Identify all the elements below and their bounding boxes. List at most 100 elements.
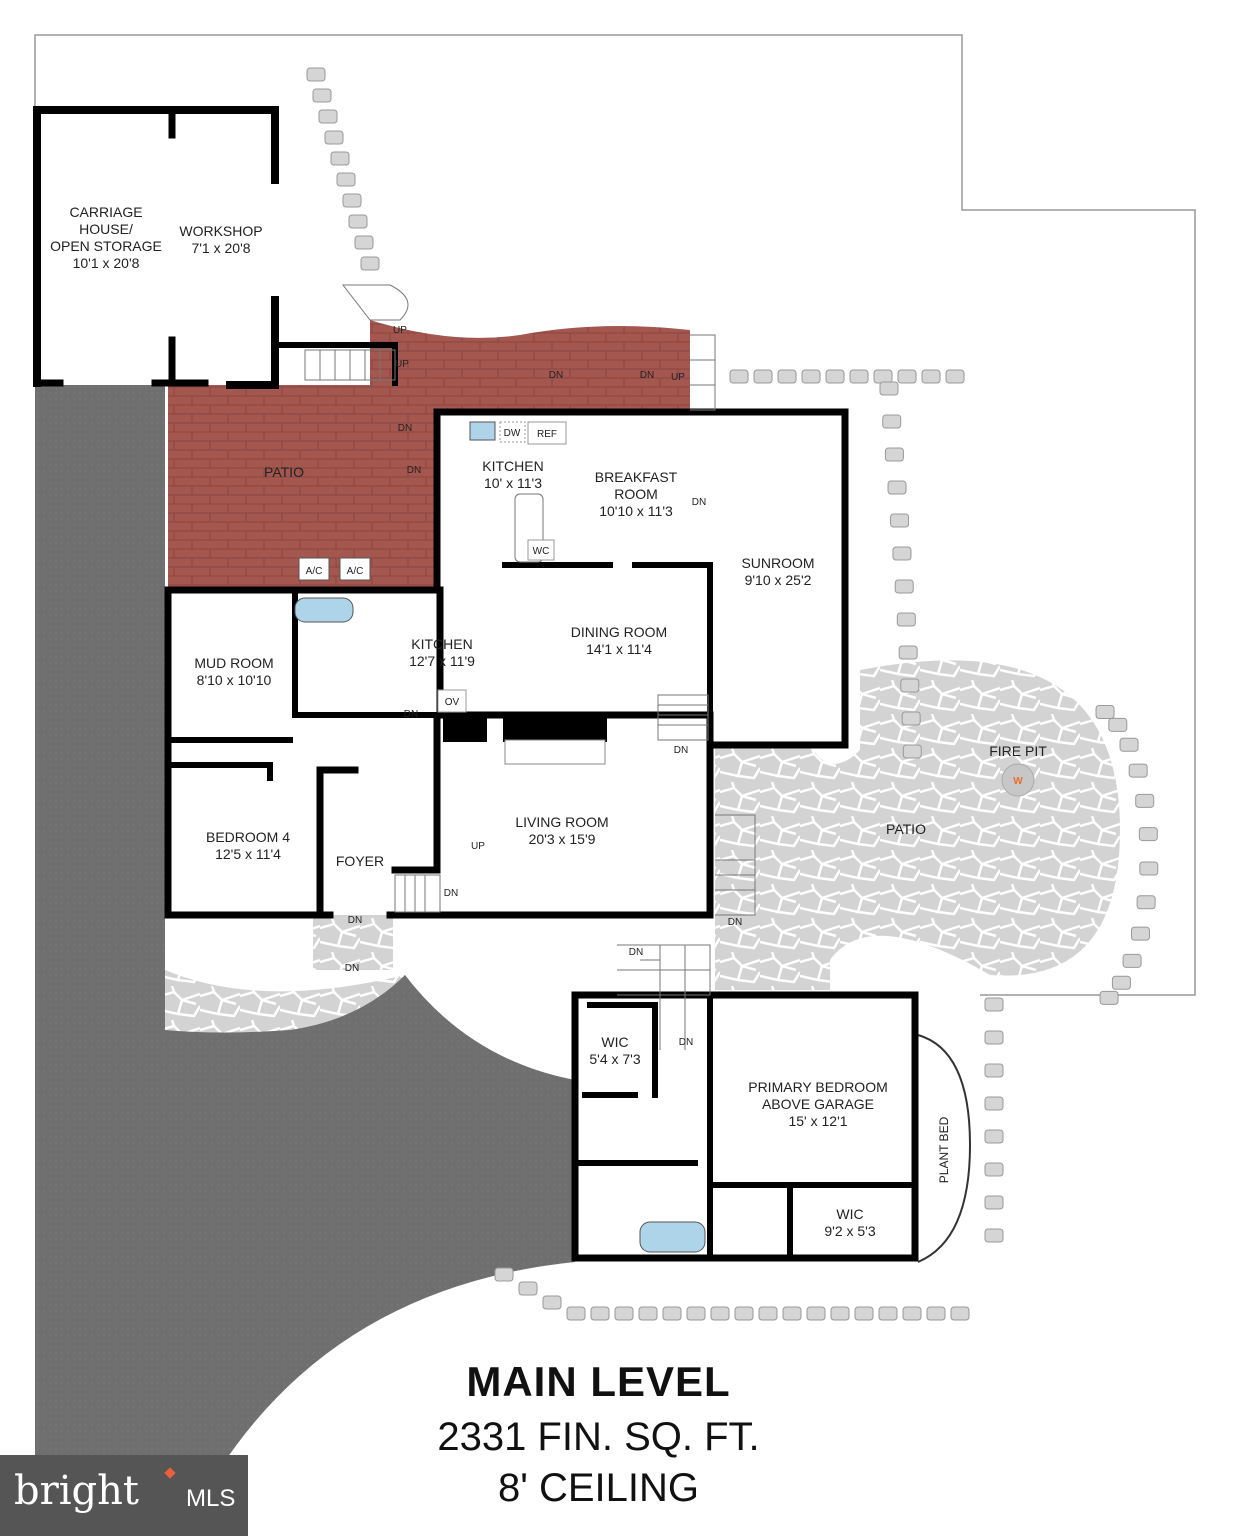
stepping-stone [662, 1306, 682, 1321]
stair-label-dn: DN [345, 963, 359, 974]
room-name-patio-stone: PATIO [886, 821, 926, 837]
room-name-breakfast-room: ROOM [614, 486, 658, 502]
dishwasher-label: DW [504, 428, 521, 439]
stepping-stone [710, 1306, 730, 1321]
stepping-stone [614, 1306, 634, 1321]
stepping-stone [984, 1030, 1004, 1045]
level-title: MAIN LEVEL [466, 1358, 731, 1405]
room-name-kitchen-lower: KITCHEN [411, 636, 472, 652]
room-name-breakfast-room: BREAKFAST [595, 469, 678, 485]
stepping-stone [897, 369, 917, 384]
property-outline [34, 34, 1196, 996]
stair-label-dn: DN [674, 745, 688, 756]
dishwasher [499, 421, 526, 443]
stepping-stone [984, 1228, 1004, 1243]
room-name-carriage-house: OPEN STORAGE [50, 238, 162, 254]
bathtub [294, 597, 354, 623]
room-name-living-room: LIVING ROOM [515, 814, 608, 830]
stair-label-dn: DN [640, 370, 654, 381]
stepping-stones [306, 67, 1159, 1321]
room-dims-living-room: 20'3 x 15'9 [529, 831, 596, 847]
ac-label: A/C [306, 566, 323, 577]
stepping-stone [984, 997, 1004, 1012]
room-name-patio-brick: PATIO [264, 464, 304, 480]
stepping-stone [324, 130, 344, 145]
stepping-stone [1108, 717, 1128, 732]
stepping-stone [342, 193, 362, 208]
stair-label-dn: DN [629, 947, 643, 958]
stepping-stone [884, 447, 904, 462]
stepping-stone [806, 1306, 826, 1321]
room-dims-wic-1: 5'4 x 7'3 [589, 1051, 640, 1067]
stepping-stone [984, 1096, 1004, 1111]
ac-label: A/C [347, 566, 364, 577]
stepping-stone [950, 1306, 970, 1321]
bright-mls-logo: bright MLS [0, 1455, 248, 1536]
stepping-stone [777, 369, 797, 384]
stepping-stone [887, 480, 907, 495]
room-dims-bedroom-4: 12'5 x 11'4 [215, 846, 281, 862]
room-name-foyer: FOYER [336, 853, 384, 869]
stepping-stone [879, 381, 899, 396]
stepping-stone [892, 546, 912, 561]
stair-label-up: UP [393, 325, 407, 336]
oven-label: OV [445, 697, 460, 708]
stair-label-dn: DN [728, 917, 742, 928]
stepping-stone [758, 1306, 778, 1321]
stair-label-dn: DN [692, 497, 706, 508]
stepping-stone [1095, 704, 1115, 719]
room-name-sunroom: SUNROOM [741, 555, 814, 571]
stair-label-dn: DN [398, 423, 412, 434]
stepping-stone [901, 711, 921, 726]
stepping-stone [638, 1306, 658, 1321]
stepping-stone [348, 214, 368, 229]
logo-wordmark: bright [14, 1468, 139, 1514]
room-name-workshop: WORKSHOP [179, 223, 262, 239]
stepping-stone [360, 256, 380, 271]
stepping-stone [878, 1306, 898, 1321]
oven [437, 689, 467, 713]
stepping-stone [890, 513, 910, 528]
room-name-wic-2: WIC [836, 1206, 863, 1222]
room-name-kitchen-upper: KITCHEN [482, 458, 543, 474]
stepping-stone [686, 1306, 706, 1321]
driveway [35, 385, 575, 1536]
room-dims-kitchen-lower: 12'7 x 11'9 [409, 653, 475, 669]
plant-bed [917, 1034, 972, 1263]
stepping-stone [945, 369, 965, 384]
stepping-stone [984, 1195, 1004, 1210]
room-name-dining-room: DINING ROOM [571, 624, 667, 640]
room-dims-carriage-house: 10'1 x 20'8 [73, 255, 140, 271]
stepping-stone [1136, 895, 1156, 910]
stepping-stone [926, 1306, 946, 1321]
stepping-stone [494, 1267, 514, 1282]
stepping-stone [318, 109, 338, 124]
wine-cooler-label: WC [533, 546, 550, 557]
stair-label-dn: DN [404, 709, 418, 720]
stepping-stone [873, 369, 893, 384]
stepping-stone [896, 612, 916, 627]
stepping-stone [900, 678, 920, 693]
room-dims-primary-bedroom: 15' x 12'1 [788, 1113, 847, 1129]
ac-unit [298, 557, 330, 581]
room-name-bedroom-4: BEDROOM 4 [206, 829, 290, 845]
stepping-stone [566, 1306, 586, 1321]
room-name-wic-1: WIC [601, 1034, 628, 1050]
finished-area: 2331 FIN. SQ. FT. [437, 1415, 760, 1459]
stair-label-up: UP [395, 359, 409, 370]
stepping-stone [782, 1306, 802, 1321]
kitchen-sink [469, 421, 496, 441]
stepping-stone [734, 1306, 754, 1321]
stepping-stone [354, 235, 374, 250]
stepping-stone [882, 414, 902, 429]
stepping-stone [1139, 861, 1159, 876]
stepping-stone [854, 1306, 874, 1321]
logo-star-icon [164, 1467, 176, 1479]
fire-icon: W [1013, 776, 1023, 787]
stepping-stone [1128, 763, 1148, 778]
stepping-stone [1119, 737, 1139, 752]
stepping-stone [753, 369, 773, 384]
logo-mls: MLS [186, 1485, 236, 1512]
